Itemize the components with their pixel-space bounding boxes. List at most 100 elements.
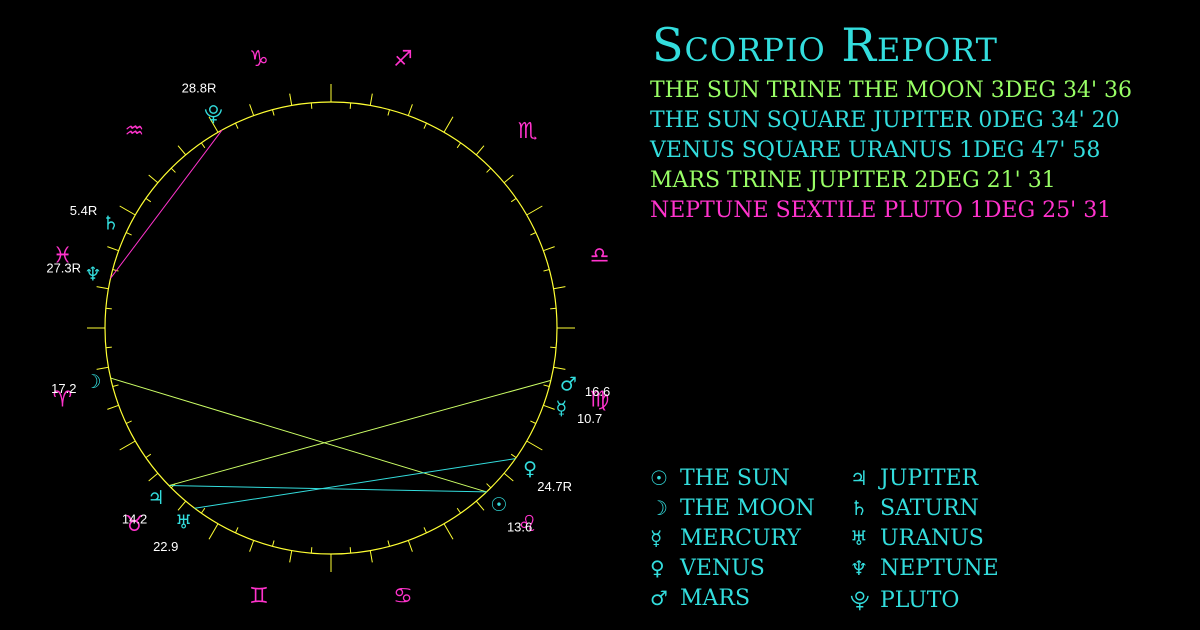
uranus-icon: ♅	[850, 526, 868, 550]
wheel-tick	[530, 420, 537, 424]
taurus-sign-icon: ♉	[125, 512, 145, 537]
legend-label: SATURN	[880, 496, 979, 521]
wheel-tick	[543, 384, 550, 387]
cancer-sign-icon: ♋	[393, 584, 413, 609]
mercury-icon: ☿	[650, 526, 663, 550]
jupiter-icon: ♃	[850, 466, 868, 490]
jupiter-degree-label: 14.2	[122, 512, 147, 527]
mars-degree-label: 16.6	[585, 384, 610, 399]
aquarius-sign-icon: ♒	[125, 119, 145, 144]
wheel-tick	[96, 286, 109, 290]
legend-item-saturn: ♄SATURN	[850, 496, 979, 521]
wheel-tick	[543, 404, 555, 410]
sagittarius-sign-icon: ♐	[393, 47, 413, 72]
wheel-tick	[349, 102, 352, 109]
legend-item-venus: ♀VENUS	[650, 556, 765, 581]
mercury-icon: ☿	[555, 398, 567, 420]
legend-label: THE MOON	[680, 496, 815, 521]
wheel-tick	[310, 547, 313, 554]
wheel-tick	[550, 346, 557, 349]
planet-markers: ☉13.6☽17.2☿10.7♀24.7R♂16.6♃14.2♄5.4R♅22.…	[46, 80, 610, 554]
virgo-sign-icon: ♍	[590, 387, 610, 412]
wheel-tick	[208, 116, 219, 133]
saturn-degree-label: 5.4R	[70, 203, 97, 218]
wheel-tick	[177, 145, 187, 156]
wheel-tick	[145, 453, 152, 459]
wheel-tick	[200, 507, 206, 514]
aspect-list: THE SUN TRINE THE MOON 3DEG 34' 36 THE S…	[650, 76, 1132, 226]
aspect-item: MARS TRINE JUPITER 2DEG 21' 31	[650, 168, 1056, 193]
wheel-tick	[486, 483, 492, 489]
wheel-tick	[550, 307, 557, 310]
wheel-tick	[443, 116, 454, 133]
wheel-tick	[407, 540, 413, 552]
trine-aspect-line	[110, 377, 487, 493]
wheel-tick	[107, 246, 119, 252]
pluto-icon: ⯓	[204, 103, 223, 125]
wheel-tick	[510, 197, 517, 203]
aspect-item: NEPTUNE SEXTILE PLUTO 1DEG 25' 31	[650, 198, 1112, 223]
capricorn-sign-icon: ♑	[249, 47, 269, 72]
mercury-degree-label: 10.7	[577, 411, 602, 426]
legend-label: MERCURY	[680, 526, 801, 551]
trine-aspect-line	[168, 379, 551, 487]
pisces-sign-icon: ♓	[53, 244, 73, 269]
mars-icon: ♂	[650, 586, 668, 610]
moon-icon: ☽	[85, 371, 102, 393]
legend-label: PLUTO	[880, 588, 960, 613]
wheel-tick	[235, 122, 239, 129]
legend-item-jupiter: ♃JUPITER	[850, 466, 978, 491]
legend-label: NEPTUNE	[880, 556, 999, 581]
wheel-tick	[423, 122, 427, 129]
wheel-tick	[456, 142, 462, 149]
wheel-tick	[208, 523, 219, 540]
wheel-tick	[310, 102, 313, 109]
uranus-icon: ♅	[175, 512, 192, 534]
sun-icon: ☉	[490, 494, 507, 516]
wheel-tick	[543, 246, 555, 252]
wheel-tick	[369, 93, 373, 106]
wheel-tick	[387, 540, 390, 547]
wheel-tick	[503, 174, 514, 184]
wheel-tick	[112, 269, 119, 272]
wheel-tick	[112, 384, 119, 387]
scorpio-sign-icon: ♏	[518, 119, 538, 144]
sextile-aspect-line	[110, 129, 223, 279]
wheel-tick	[526, 205, 543, 216]
mars-icon: ♂	[560, 374, 577, 396]
legend-item-moon: ☽ THE MOON	[650, 496, 815, 521]
venus-degree-label: 24.7R	[537, 479, 572, 494]
aspect-item: VENUS SQUARE URANUS 1DEG 47' 58	[650, 138, 1101, 163]
wheel-tick	[272, 109, 275, 116]
wheel-tick	[510, 453, 517, 459]
wheel-tick	[272, 540, 275, 547]
uranus-degree-label: 22.9	[153, 539, 178, 554]
wheel-tick	[387, 109, 390, 116]
venus-icon: ♀	[523, 458, 537, 480]
libra-sign-icon: ♎	[590, 244, 610, 269]
pluto-icon: ⯓	[850, 588, 870, 612]
zodiac-signs: ♈♉♊♋♌♍♎♏♐♑♒♓	[53, 47, 610, 609]
wheel-tick	[96, 366, 109, 370]
wheel-tick	[235, 527, 239, 534]
wheel-tick	[145, 197, 152, 203]
wheel-tick	[475, 145, 485, 156]
wheel-tick	[125, 232, 132, 236]
wheel-tick	[503, 472, 514, 482]
wheel-tick	[407, 104, 413, 116]
wheel-circle	[104, 101, 558, 555]
wheel-tick	[526, 440, 543, 451]
legend-item-pluto: ⯓ PLUTO	[850, 586, 959, 620]
wheel-tick	[148, 174, 159, 184]
moon-icon: ☽	[650, 496, 668, 520]
wheel-tick	[553, 366, 566, 370]
square-aspect-line	[194, 458, 516, 509]
wheel-tick	[475, 500, 485, 511]
wheel-tick	[289, 93, 293, 106]
wheel-tick	[125, 420, 132, 424]
wheel-tick	[107, 404, 119, 410]
jupiter-icon: ♃	[148, 487, 165, 509]
neptune-icon: ♆	[850, 556, 868, 580]
legend-item-neptune: ♆ NEPTUNE	[850, 556, 999, 581]
wheel-tick	[105, 307, 112, 310]
